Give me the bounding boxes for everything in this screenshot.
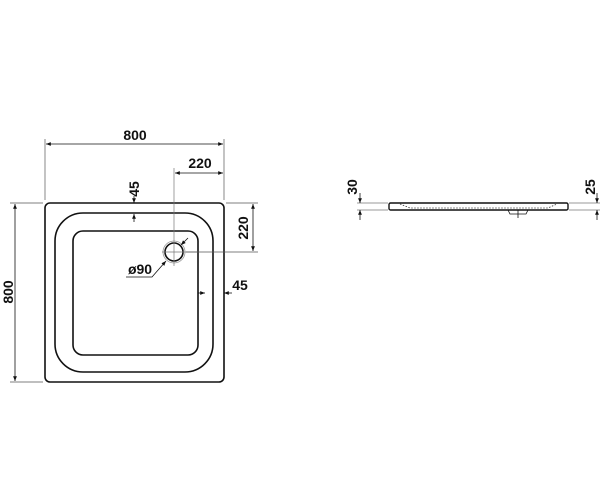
drain-x-label: 220	[188, 155, 212, 171]
drain-profile	[507, 209, 529, 218]
height-right-label: 25	[582, 179, 598, 195]
tray-rim	[54, 212, 214, 373]
rim-side-label: 45	[232, 277, 248, 293]
plan-view: 800 220 45 220 45 ø90 800	[0, 127, 258, 383]
drain-diameter-label: ø90	[128, 261, 152, 277]
drain-y-label: 220	[235, 216, 251, 240]
height-left-label: 30	[344, 179, 360, 195]
tray-basin	[72, 230, 199, 356]
width-label: 800	[123, 127, 147, 143]
tray-profile	[388, 202, 569, 211]
depth-label: 800	[0, 280, 16, 304]
rim-top-label: 45	[126, 181, 142, 197]
drain-leader	[126, 260, 167, 278]
side-view: 30 25	[344, 179, 600, 220]
